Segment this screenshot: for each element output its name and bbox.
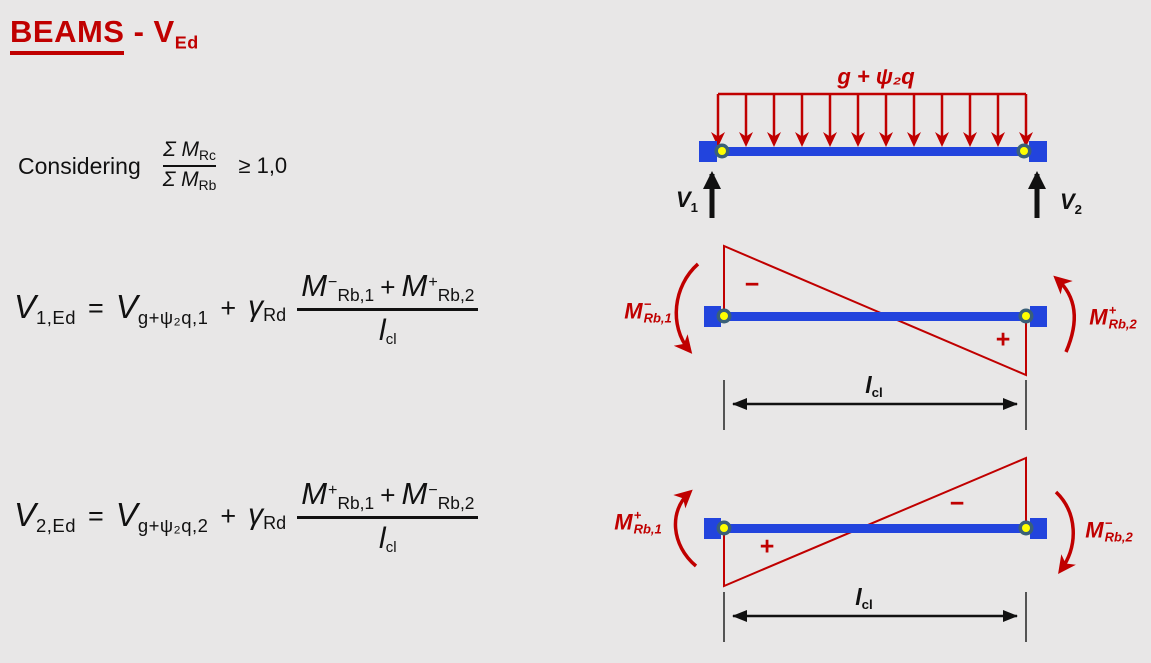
fraction-denominator: lcl (379, 314, 397, 348)
fraction-denominator: lcl (379, 522, 397, 556)
clear-span-label: lcl (865, 372, 883, 400)
beam-end-block-left (704, 518, 721, 539)
plus-sign: + (220, 500, 237, 531)
reaction-v1-label: V1 (675, 187, 699, 215)
page-title: BEAMS - VEd (10, 14, 199, 55)
equals-sign: = (88, 292, 104, 323)
beam-end-block-left (699, 141, 717, 162)
condition-text: ≥ 1,0 (238, 153, 288, 179)
load-arrows (711, 94, 1033, 147)
beam-end-block-right (1030, 518, 1047, 539)
fraction-numerator: M−Rb,1+M+Rb,2 (301, 268, 475, 306)
beam-end-block-right (1030, 306, 1047, 327)
moment-diagram-2-shapes (673, 456, 1076, 642)
diagram-sign-positive: + (759, 532, 775, 561)
moment-arrow-right (1054, 490, 1076, 575)
moment-arrow-left (673, 262, 700, 354)
fraction-bar (162, 165, 217, 168)
moment-line (723, 456, 1027, 588)
considering-label: Considering (18, 152, 141, 179)
beam-load-diagram (699, 92, 1047, 218)
lhs: V2,Ed (14, 495, 77, 536)
reaction-v2-label: V2 (1059, 189, 1083, 217)
considering-row: Considering Σ MRc Σ MRb ≥ 1,0 (18, 138, 287, 194)
moment-fraction: M−Rb,1+M+Rb,2 lcl (297, 268, 479, 348)
diagram-sign-negative: − (744, 270, 760, 299)
clear-span-label: lcl (855, 584, 873, 612)
beam-end-block-right (1029, 141, 1047, 162)
beam-end-block-left (704, 306, 721, 327)
fraction-denominator: Σ MRb (162, 168, 217, 194)
title-var-sub: Ed (174, 32, 199, 53)
moment-label-left: M −Rb,1 (624, 296, 672, 325)
fraction-numerator: Σ MRc (163, 138, 216, 164)
fraction-bar (297, 308, 479, 312)
fraction-bar (297, 516, 479, 520)
lhs: V1,Ed (14, 287, 77, 328)
moment-line (723, 244, 1027, 377)
moment-diagram-1-shapes (673, 244, 1076, 430)
moment-fraction: M+Rb,1+M−Rb,2 lcl (297, 476, 479, 556)
equals-sign: = (88, 500, 104, 531)
gravity-shear-term: Vg+ψ₂q,2 (115, 495, 209, 536)
gravity-shear-term: Vg+ψ₂q,1 (115, 287, 209, 328)
beam-bar (704, 524, 1047, 533)
beam-bar (699, 147, 1047, 156)
distributed-load-label: g + ψ₂q (837, 64, 915, 89)
moment-label-right: M −Rb,2 (1085, 515, 1133, 544)
title-word: BEAMS (10, 14, 125, 55)
formula-v1ed: V1,Ed = Vg+ψ₂q,1 + γRd M−Rb,1+M+Rb,2 lcl (14, 268, 479, 348)
beam-bar (704, 312, 1047, 321)
title-dash: - (124, 14, 154, 49)
moment-label-left: M +Rb,1 (614, 507, 662, 536)
diagram-sign-negative: − (949, 489, 965, 518)
moment-arrow-left (673, 489, 698, 568)
fraction-numerator: M+Rb,1+M−Rb,2 (301, 476, 475, 514)
diagram-sign-positive: + (995, 325, 1011, 354)
moment-ratio-fraction: Σ MRc Σ MRb (162, 138, 217, 194)
gamma-factor: γRd (248, 498, 287, 534)
title-var: V (153, 14, 175, 49)
plus-sign: + (220, 292, 237, 323)
gamma-factor: γRd (248, 290, 287, 326)
moment-arrow-right (1053, 275, 1076, 353)
moment-label-right: M +Rb,2 (1089, 302, 1137, 331)
formula-v2ed: V2,Ed = Vg+ψ₂q,2 + γRd M+Rb,1+M−Rb,2 lcl (14, 476, 479, 556)
